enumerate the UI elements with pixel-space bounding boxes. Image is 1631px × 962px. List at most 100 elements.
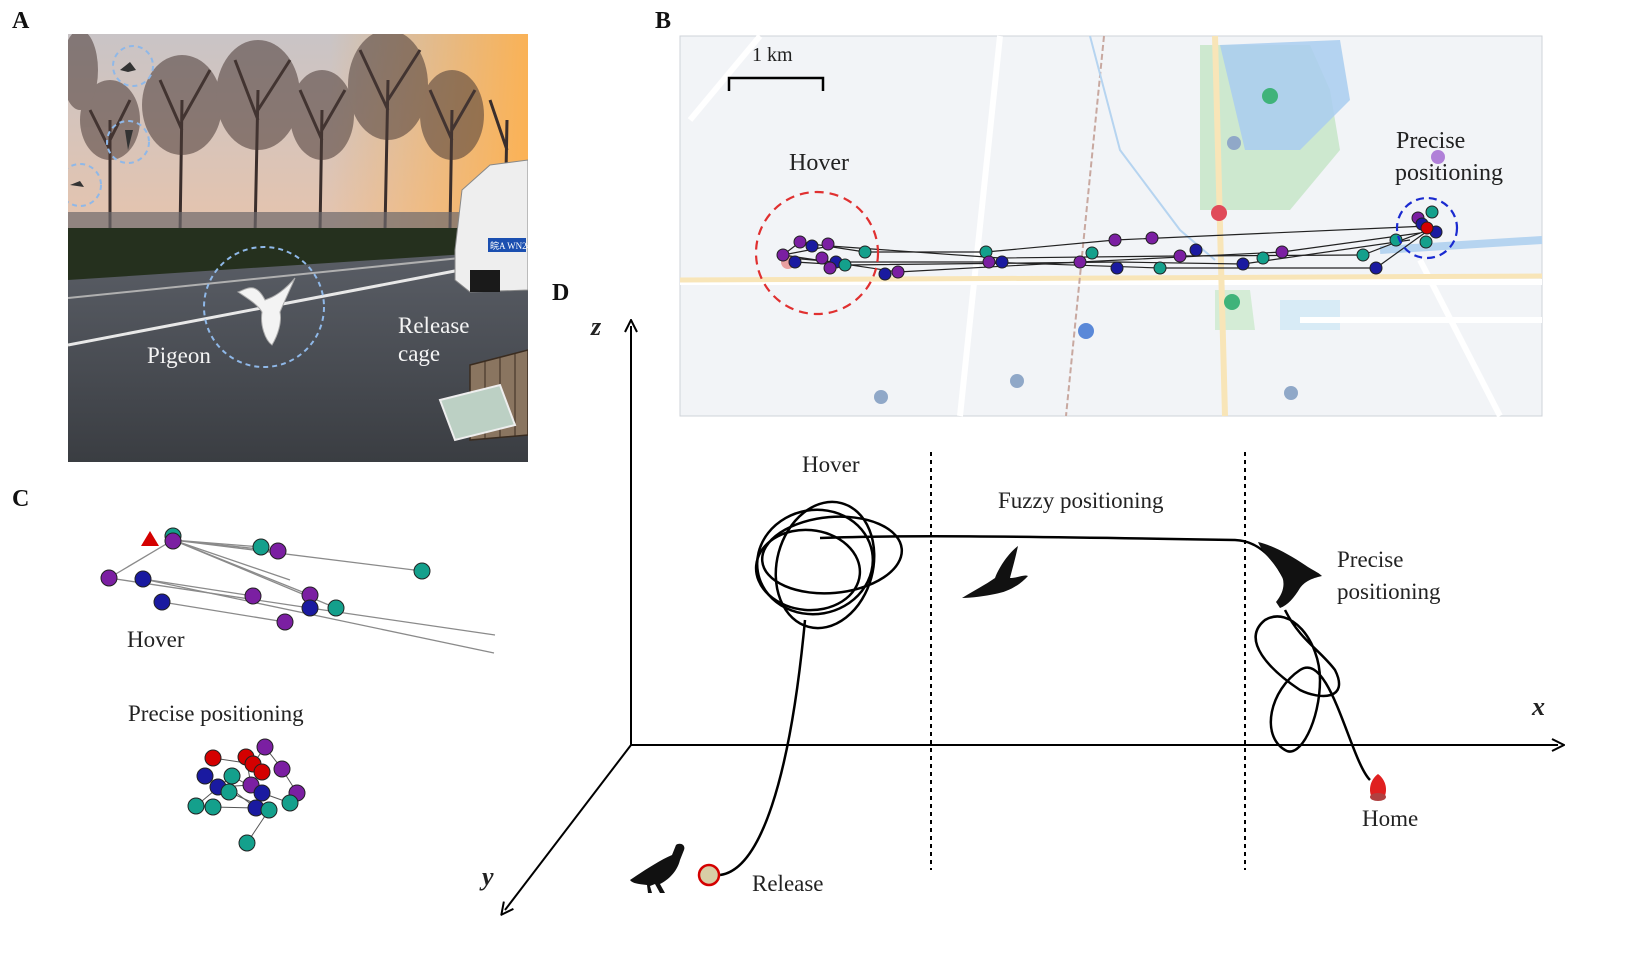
hover-region-circle [754,190,880,316]
phase-fuzzy-label: Fuzzy positioning [998,488,1164,513]
map-point [995,255,1009,269]
map-point [821,237,835,251]
map-point [1369,261,1383,275]
hover-cluster-points [100,527,431,631]
precise-point [238,834,256,852]
hover-point [252,538,270,556]
map-precise-label-line2: positioning [1395,160,1504,186]
map-point [838,258,852,272]
trajectory-map [679,34,1543,418]
release-cage-label-line2: cage [398,341,441,366]
map-hover-label: Hover [789,150,849,176]
flying-bird-3 [70,181,84,187]
flying-bird-1 [120,62,136,72]
hover-point [413,562,431,580]
detail-precise-label: Precise positioning [128,701,304,726]
map-point [891,265,905,279]
map-point [1275,245,1289,259]
map-point [1356,248,1370,262]
plate-text: 皖A WN240 [490,240,536,251]
hover-cluster-detail [100,527,496,654]
map-point [805,239,819,253]
hover-point [153,593,171,611]
map-point [1419,235,1433,249]
precise-region-circle [1395,196,1459,260]
panel-b-letter: B [655,8,672,34]
y-axis-label: y [482,862,494,891]
map-point [1173,249,1187,263]
detail-hover-label: Hover [127,627,185,652]
map-point [776,248,790,262]
precise-point [204,749,222,767]
map-trajectory-points [776,205,1443,281]
precise-point [204,798,222,816]
phase-diagram [505,326,1558,910]
map-point [1145,231,1159,245]
map-point [1153,261,1167,275]
release-cage [438,349,528,442]
release-label: Release [752,871,824,896]
z-axis-label: z [591,312,602,341]
hover-point [269,542,287,560]
photo-highlight-circles [68,45,325,368]
map-point [982,255,996,269]
map-point [1420,221,1434,235]
phase-hover-label: Hover [802,452,860,477]
map-point [1110,261,1124,275]
precise-point [187,797,205,815]
hover-point [100,569,118,587]
map-point [858,245,872,259]
hover-point [301,599,319,617]
hover-point [327,599,345,617]
home-label: Home [1362,806,1419,831]
hover-point [164,532,182,550]
map-point [1425,205,1439,219]
map-point [793,235,807,249]
precise-cluster-detail [187,738,306,852]
y-axis [505,744,632,910]
release-cage-label-line1: Release [398,313,470,338]
map-point [788,255,802,269]
release-triangle-marker [141,531,159,546]
map-point [1108,233,1122,247]
x-axis-label: x [1532,692,1545,721]
map-precise-label-line1: Precise [1396,128,1466,154]
hover-point [134,570,152,588]
home-marker-base [1370,793,1386,801]
map-point [823,261,837,275]
precise-point [253,784,271,802]
precise-point [256,738,274,756]
release-marker [697,863,721,887]
panel-c-letter: C [12,486,30,512]
precise-point [253,763,271,781]
map-point [1073,255,1087,269]
bird-silhouettes [630,542,1322,893]
map-point [1256,251,1270,265]
map-point [815,251,829,265]
precise-point [273,760,291,778]
release-photo: 皖A WN240 [68,34,536,462]
precise-point [196,767,214,785]
pigeon-in-flight [236,277,296,346]
pigeon-label: Pigeon [147,343,211,368]
precise-point [220,783,238,801]
landing-bird-icon [1258,542,1322,608]
panel-a-letter: A [12,8,30,34]
flying-bird-2 [125,130,133,150]
tree-foliage [68,34,484,160]
scale-bar [727,76,825,91]
scale-bar-label: 1 km [752,44,793,66]
map-point [878,267,892,281]
car: 皖A WN240 [454,159,536,293]
map-point [1085,246,1099,260]
precise-point [281,794,299,812]
flying-bird-icon [962,546,1028,598]
phase-precise-label-line2: positioning [1337,579,1441,604]
map-poi-markers [781,88,1445,404]
map-point [1189,243,1203,257]
precise-point [223,767,241,785]
precise-point [260,801,278,819]
hover-point [244,587,262,605]
home-marker [1370,774,1386,798]
